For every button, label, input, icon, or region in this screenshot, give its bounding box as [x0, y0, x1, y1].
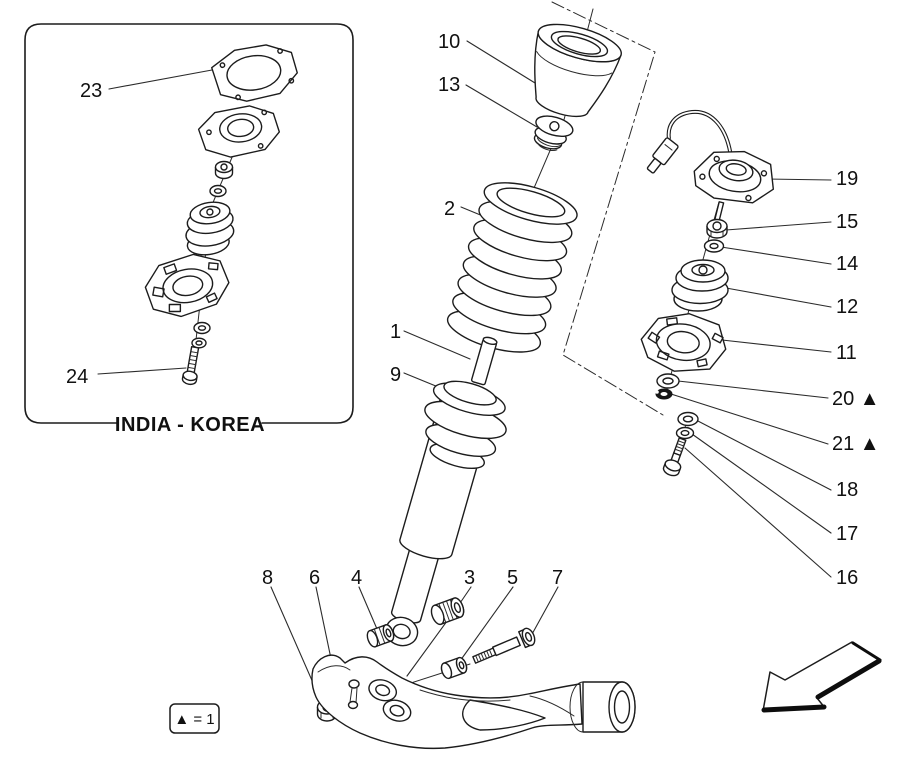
callout-9: 9: [390, 364, 401, 386]
shock-body-part-1: [385, 380, 507, 647]
callout-8: 8: [262, 567, 273, 589]
callout-5: 5: [507, 567, 518, 589]
inset-nut: [214, 160, 234, 180]
callout-13: 13: [438, 74, 460, 96]
centerline-dashdot: [551, 1, 664, 416]
rubber-buffer-part-12: [671, 259, 729, 312]
callout-6: 6: [309, 567, 320, 589]
inset-bolt-24: [181, 345, 200, 386]
washer-part-20: [656, 373, 680, 389]
spacer-part-5: [440, 656, 468, 680]
snap-ring-part-21: [655, 388, 673, 400]
callout-16: 16: [836, 567, 858, 589]
skyhook-mount-part-19: [693, 150, 775, 204]
wire-connector: [646, 137, 679, 174]
inset-washer: [209, 184, 227, 198]
callout-4: 4: [351, 567, 362, 589]
inset-hex-carrier-plate: [144, 253, 230, 318]
callout-17: 17: [836, 523, 858, 545]
callout-15: 15: [836, 211, 858, 233]
actuator-wire: [646, 109, 733, 174]
inset-washers: [191, 321, 211, 349]
direction-arrow: [761, 641, 882, 713]
washer-part-17: [675, 426, 695, 440]
coil-spring-part-2: [446, 182, 578, 353]
piston-rod: [470, 336, 498, 386]
part-number-labels: 23 24 10 13 2 1 9 8 6 4 3 5 7 19 15 14 1…: [66, 31, 880, 589]
ball-stud: [347, 679, 360, 710]
callout-24: 24: [66, 366, 88, 388]
legend-text: ▲ = 1: [174, 711, 214, 728]
callout-12: 12: [836, 296, 858, 318]
callout-23: 23: [80, 80, 102, 102]
washer-part-14: [703, 239, 725, 253]
bushing-part-4: [366, 624, 395, 648]
legend-box: ▲ = 1: [169, 703, 220, 734]
bolt-part-7: [472, 627, 536, 664]
callout-19: 19: [836, 168, 858, 190]
callout-1: 1: [390, 321, 401, 343]
washer-part-18: [677, 411, 699, 427]
bushing-part-3: [430, 597, 465, 626]
inset-box: [24, 23, 354, 424]
inset-caption: INDIA - KOREA: [115, 414, 265, 436]
inset-mount-plate: [197, 105, 281, 158]
callout-14: 14: [836, 253, 858, 275]
callout-2: 2: [444, 198, 455, 220]
hex-carrier-part-11: [640, 313, 727, 372]
callout-21-triangle: 21 ▲: [832, 433, 880, 455]
callout-11: 11: [836, 342, 857, 364]
control-arm: [311, 654, 636, 750]
bolt-part-16: [662, 437, 687, 477]
inset-rubber-buffer: [185, 201, 235, 256]
callout-3: 3: [464, 567, 475, 589]
callout-20-triangle: 20 ▲: [832, 388, 880, 410]
callout-18: 18: [836, 479, 858, 501]
arm-bosses: [368, 679, 412, 722]
buffer-part-13: [533, 115, 574, 151]
nut-part-15: [706, 218, 728, 239]
inset-flange-plate-23: [211, 44, 298, 102]
callout-7: 7: [552, 567, 563, 589]
callout-10: 10: [438, 31, 460, 53]
dust-cover-part-10: [534, 23, 622, 118]
